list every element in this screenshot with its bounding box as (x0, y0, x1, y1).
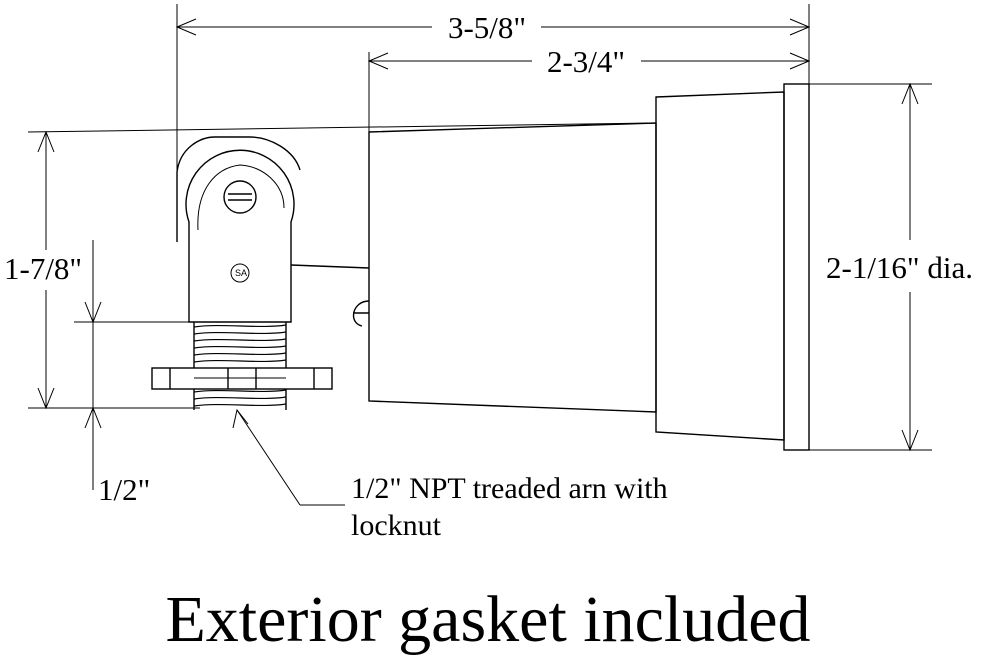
callout-leader (236, 409, 301, 506)
height-extension-top (27, 122, 657, 133)
thread-arrow-top (84, 301, 102, 324)
callout-line-2: locknut (351, 509, 442, 542)
knuckle-body (185, 149, 295, 323)
knuckle-to-housing-line (290, 264, 370, 269)
overall-length-label: 3-5/8" (448, 10, 526, 45)
overall-arrow-right (789, 18, 811, 36)
callout-line-1: 1/2" NPT treaded arn with (351, 472, 668, 505)
csa-mark-letters: SA (235, 268, 247, 278)
housing-arrow-right (789, 52, 811, 70)
threaded-arm (193, 322, 287, 410)
height-label: 1-7/8" (4, 251, 82, 286)
knuckle-assembly: SA (176, 136, 301, 323)
thread-callout: 1/2" NPT treaded arn with locknut (232, 408, 668, 542)
housing-lens-ring (783, 83, 810, 451)
overall-arrow-left (175, 18, 197, 36)
thread-lines (194, 324, 286, 407)
housing-body (368, 122, 657, 413)
housing-front-collar (655, 91, 785, 441)
housing-side-screw (352, 300, 370, 327)
caption: Exterior gasket included (165, 583, 810, 656)
diameter-arrow-top (901, 82, 919, 105)
callout-arrow (232, 408, 249, 429)
housing-arrow-left (367, 52, 389, 70)
thread-arrow-bottom (84, 406, 102, 429)
height-dimension: 1-7/8" (4, 122, 657, 410)
housing-length-dimension: 2-3/4" (367, 44, 811, 265)
csa-mark-icon (230, 263, 250, 283)
thread-length-dimension: 1/2" (74, 240, 196, 507)
diameter-dimension: 2-1/16" dia. (809, 82, 973, 452)
thread-length-label: 1/2" (98, 472, 150, 507)
diameter-arrow-bottom (901, 429, 919, 452)
height-arrow-top (37, 130, 55, 153)
knuckle-back-plate (176, 136, 301, 242)
locknut (151, 367, 333, 390)
housing-length-label: 2-3/4" (547, 44, 625, 79)
knuckle-inner-arc (197, 164, 285, 231)
height-arrow-bottom (37, 387, 55, 410)
diameter-label: 2-1/16" dia. (826, 250, 973, 285)
lamp-housing (290, 83, 810, 451)
overall-length-dimension: 3-5/8" (175, 4, 811, 170)
knuckle-adjust-screw (223, 180, 257, 214)
